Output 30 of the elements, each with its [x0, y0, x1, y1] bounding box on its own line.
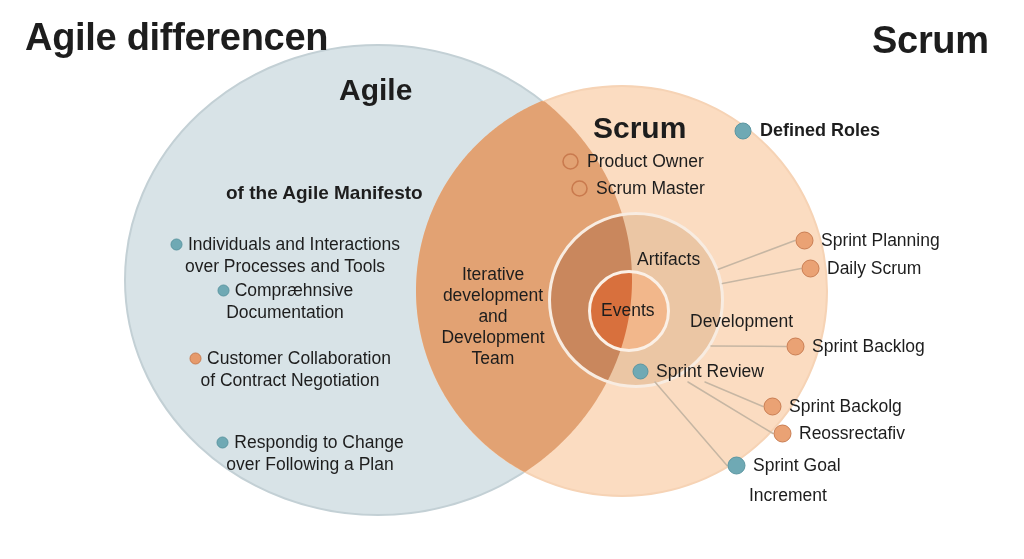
- item-label: Sprint Review: [656, 361, 764, 382]
- item-label: Sprint Planning: [821, 230, 940, 251]
- item-label: Increment: [749, 484, 827, 506]
- ring-label: Artifacts: [637, 248, 701, 270]
- item-label: Product Owner: [587, 150, 704, 172]
- subheading: of the Agile Manifesto: [226, 181, 423, 205]
- leader-line: [687, 381, 774, 435]
- corner-heading: Scrum: [872, 18, 989, 63]
- item-label: Daily Scrum: [827, 258, 922, 279]
- leader-line: [704, 381, 764, 408]
- ring-label: Development: [690, 310, 794, 332]
- overlap-label: Iterative development and Development Team: [441, 264, 545, 368]
- page-title: Agile differencen: [25, 15, 329, 60]
- list-item-text: Respondig to Change over Following a Plan: [226, 432, 404, 474]
- list-item-text: Customer Collaboration of Contract Negotiation: [200, 348, 391, 390]
- list-item-text: Compræhnsive Documentation: [226, 280, 354, 322]
- category-label: Defined Roles: [760, 119, 881, 142]
- item-label: Reossrectafiv: [799, 423, 905, 444]
- center-label: Events: [601, 299, 655, 321]
- item-label: Sprint Goal: [753, 455, 841, 476]
- leader-line: [710, 345, 787, 348]
- item-label: Scrum Master: [596, 177, 705, 199]
- circle-heading: Scrum: [593, 110, 687, 146]
- leader-line: [721, 267, 802, 285]
- leader-line: [717, 239, 796, 270]
- leader-line: [654, 381, 728, 467]
- item-label: Sprint Backlog: [812, 336, 925, 357]
- circle-heading: Agile: [339, 72, 413, 108]
- item-label: Sprint Backolg: [789, 396, 902, 417]
- list-item-text: Individuals and Interactions over Processes and Tools: [184, 234, 401, 276]
